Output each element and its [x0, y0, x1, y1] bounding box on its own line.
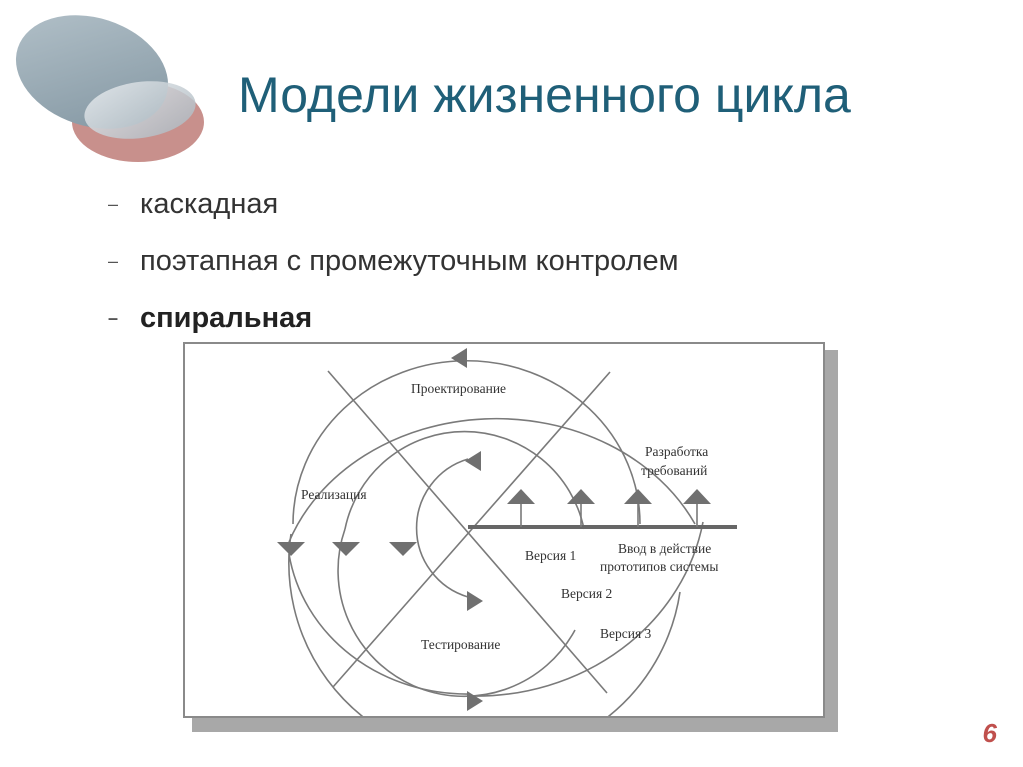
page-number: 6: [982, 718, 997, 748]
arrow-up-icon: [624, 489, 652, 504]
spiral-model-figure: Проектирование Разработка требований Реа…: [183, 342, 825, 718]
label-implementation: Реализация: [301, 487, 367, 502]
bullet-text: каскадная: [140, 187, 279, 220]
arrow-left-icon: [451, 348, 467, 368]
diagonal-axis-2: [332, 371, 611, 688]
spiral-inner-arc: [415, 458, 469, 598]
label-version-3: Версия 3: [600, 626, 652, 641]
bullet-item: – поэтапная с промежуточным контролем: [108, 243, 679, 279]
arrow-up-icon: [567, 489, 595, 504]
label-requirements-1: Разработка: [645, 444, 708, 459]
label-design: Проектирование: [411, 381, 506, 396]
arrow-right-icon: [467, 691, 483, 711]
label-testing: Тестирование: [421, 637, 500, 652]
arrow-up-icon: [683, 489, 711, 504]
label-rollout-2: прототипов системы: [600, 559, 718, 574]
arrow-right-icon: [467, 591, 483, 611]
label-requirements-2: требований: [641, 463, 707, 478]
slide-title: Модели жизненного цикла: [238, 67, 851, 123]
arrow-down-icon: [277, 542, 305, 556]
bullet-dash: –: [108, 250, 119, 271]
spiral-outermost-arc-top: [288, 417, 696, 543]
bullet-dash: –: [108, 307, 119, 328]
bullet-item: – спиральная: [108, 300, 679, 336]
arrow-down-icon: [389, 542, 417, 556]
spiral-outermost-arc-bottom: [469, 521, 704, 697]
decorative-logo: [15, 15, 204, 162]
arrow-up-icon: [507, 489, 535, 504]
spiral-outer-arc-left: [288, 553, 471, 695]
arrow-down-icon: [332, 542, 360, 556]
bullet-list: – каскадная – поэтапная с промежуточным …: [108, 186, 679, 357]
bullet-text: поэтапная с промежуточным контролем: [140, 244, 679, 277]
spiral-diagram: Проектирование Разработка требований Реа…: [277, 348, 737, 716]
bullet-text: спиральная: [140, 301, 313, 334]
label-rollout-1: Ввод в действие: [618, 541, 711, 556]
label-version-2: Версия 2: [561, 586, 612, 601]
bullet-item: – каскадная: [108, 186, 679, 222]
bullet-dash: –: [108, 193, 119, 214]
diagonal-axis-1: [327, 370, 608, 694]
logo-light-ellipse: [84, 81, 196, 139]
spiral-middle-arc-top: [344, 430, 585, 530]
label-version-1: Версия 1: [525, 548, 576, 563]
spiral-middle-arc-bottom: [337, 528, 576, 698]
arrow-left-icon: [465, 451, 481, 471]
spiral-outer-arc-bottom: [288, 533, 681, 716]
